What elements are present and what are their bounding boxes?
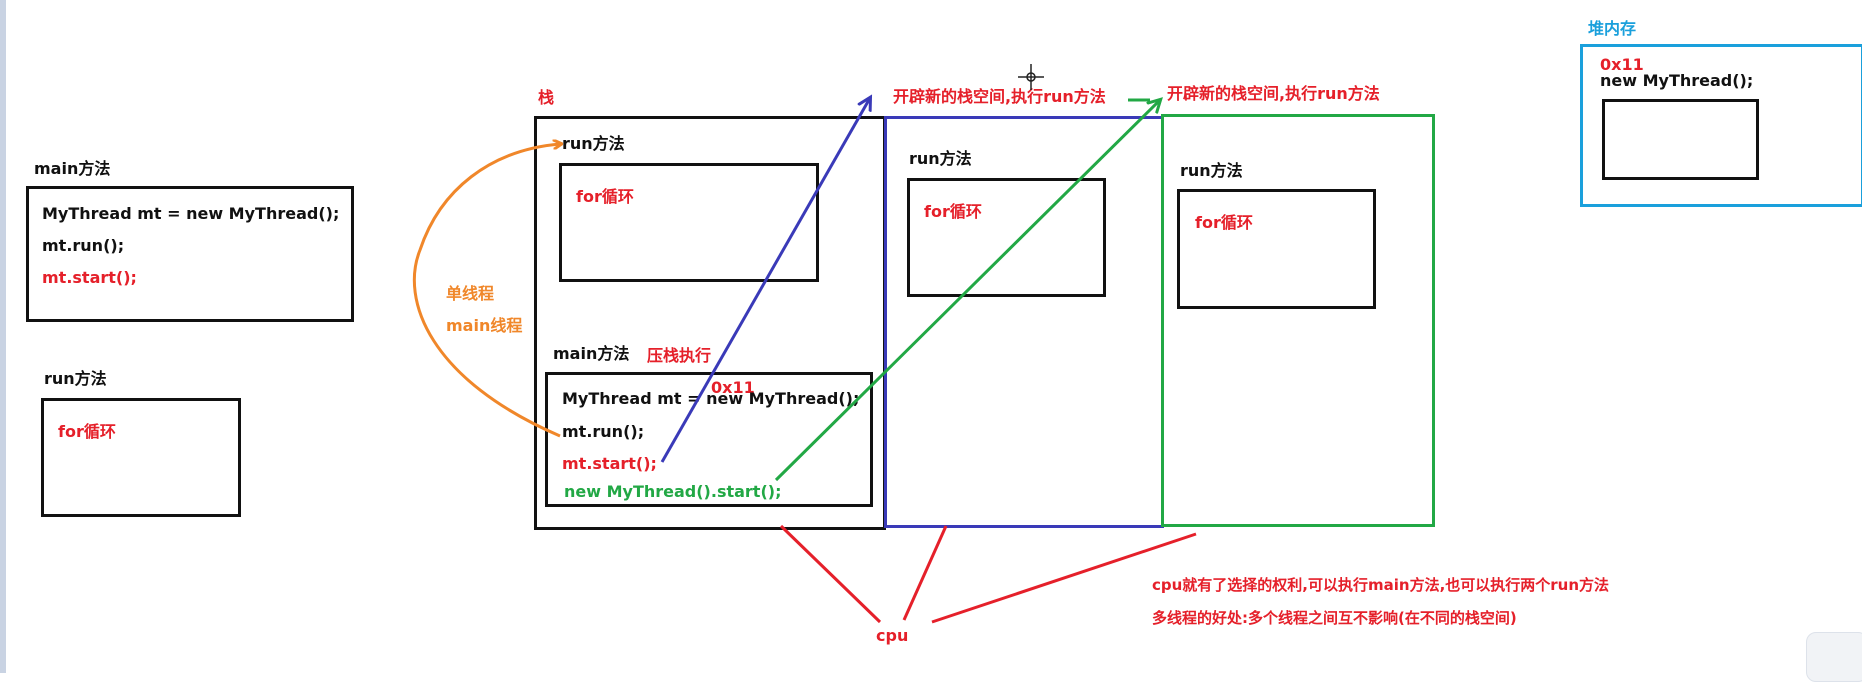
cpu-label: cpu xyxy=(876,626,909,645)
heap-addr-label: 0x11 xyxy=(1600,55,1644,74)
cpu-line-main-stack xyxy=(779,524,882,624)
left-run-box xyxy=(41,398,241,517)
stack-code-line-3: mt.start(); xyxy=(562,454,657,473)
blue-stack-caption: 开辟新的栈空间,执行run方法 xyxy=(893,87,1106,106)
left-run-title: run方法 xyxy=(44,369,107,388)
main-thread-label: main线程 xyxy=(446,316,523,335)
stack-run-title: run方法 xyxy=(562,134,625,153)
left-code-line-1: MyThread mt = new MyThread(); xyxy=(42,204,340,223)
stack-main-box xyxy=(545,372,873,507)
stack-code-line-2: mt.run(); xyxy=(562,422,645,441)
stack-for-label: for循环 xyxy=(576,187,634,206)
heap-object-label: new MyThread(); xyxy=(1600,71,1754,90)
single-thread-label: 单线程 xyxy=(446,284,495,303)
corner-widget[interactable] xyxy=(1806,632,1862,682)
green-stack-caption: 开辟新的栈空间,执行run方法 xyxy=(1167,84,1380,103)
crosshair-icon xyxy=(1018,64,1044,90)
cpu-note-line-2: 多线程的好处:多个线程之间互不影响(在不同的栈空间) xyxy=(1152,609,1517,627)
blue-run-box xyxy=(907,178,1106,297)
blue-for-label: for循环 xyxy=(924,202,982,221)
orange-single-thread-arrow xyxy=(412,144,560,438)
heap-object-box xyxy=(1602,99,1759,180)
stack-code-line-1: MyThread mt = new MyThread(); xyxy=(562,389,860,408)
push-stack-label: 压栈执行 xyxy=(647,346,712,365)
cpu-line-green-stack xyxy=(931,532,1197,624)
stack-label: 栈 xyxy=(538,88,555,107)
left-code-line-3: mt.start(); xyxy=(42,268,137,287)
cpu-line-blue-stack xyxy=(902,525,948,621)
green-stack-box xyxy=(1161,114,1435,527)
stack-run-box xyxy=(559,163,819,282)
blue-run-title: run方法 xyxy=(909,149,972,168)
stack-addr-label: 0x11 xyxy=(711,378,755,397)
green-run-title: run方法 xyxy=(1180,161,1243,180)
left-edge-strip xyxy=(0,0,6,673)
stack-main-title: main方法 xyxy=(553,344,630,363)
left-main-title: main方法 xyxy=(34,159,111,178)
green-new-stack-arrow xyxy=(774,100,1160,482)
cpu-note-line-1: cpu就有了选择的权利,可以执行main方法,也可以执行两个run方法 xyxy=(1152,576,1610,594)
blue-new-stack-arrow xyxy=(660,98,870,463)
stack-code-line-4: new MyThread().start(); xyxy=(564,482,782,501)
left-main-box xyxy=(26,186,354,322)
heap-label: 堆内存 xyxy=(1588,19,1637,38)
green-run-box xyxy=(1177,189,1376,309)
left-for-label: for循环 xyxy=(58,422,116,441)
green-for-label: for循环 xyxy=(1195,213,1253,232)
left-code-line-2: mt.run(); xyxy=(42,236,125,255)
